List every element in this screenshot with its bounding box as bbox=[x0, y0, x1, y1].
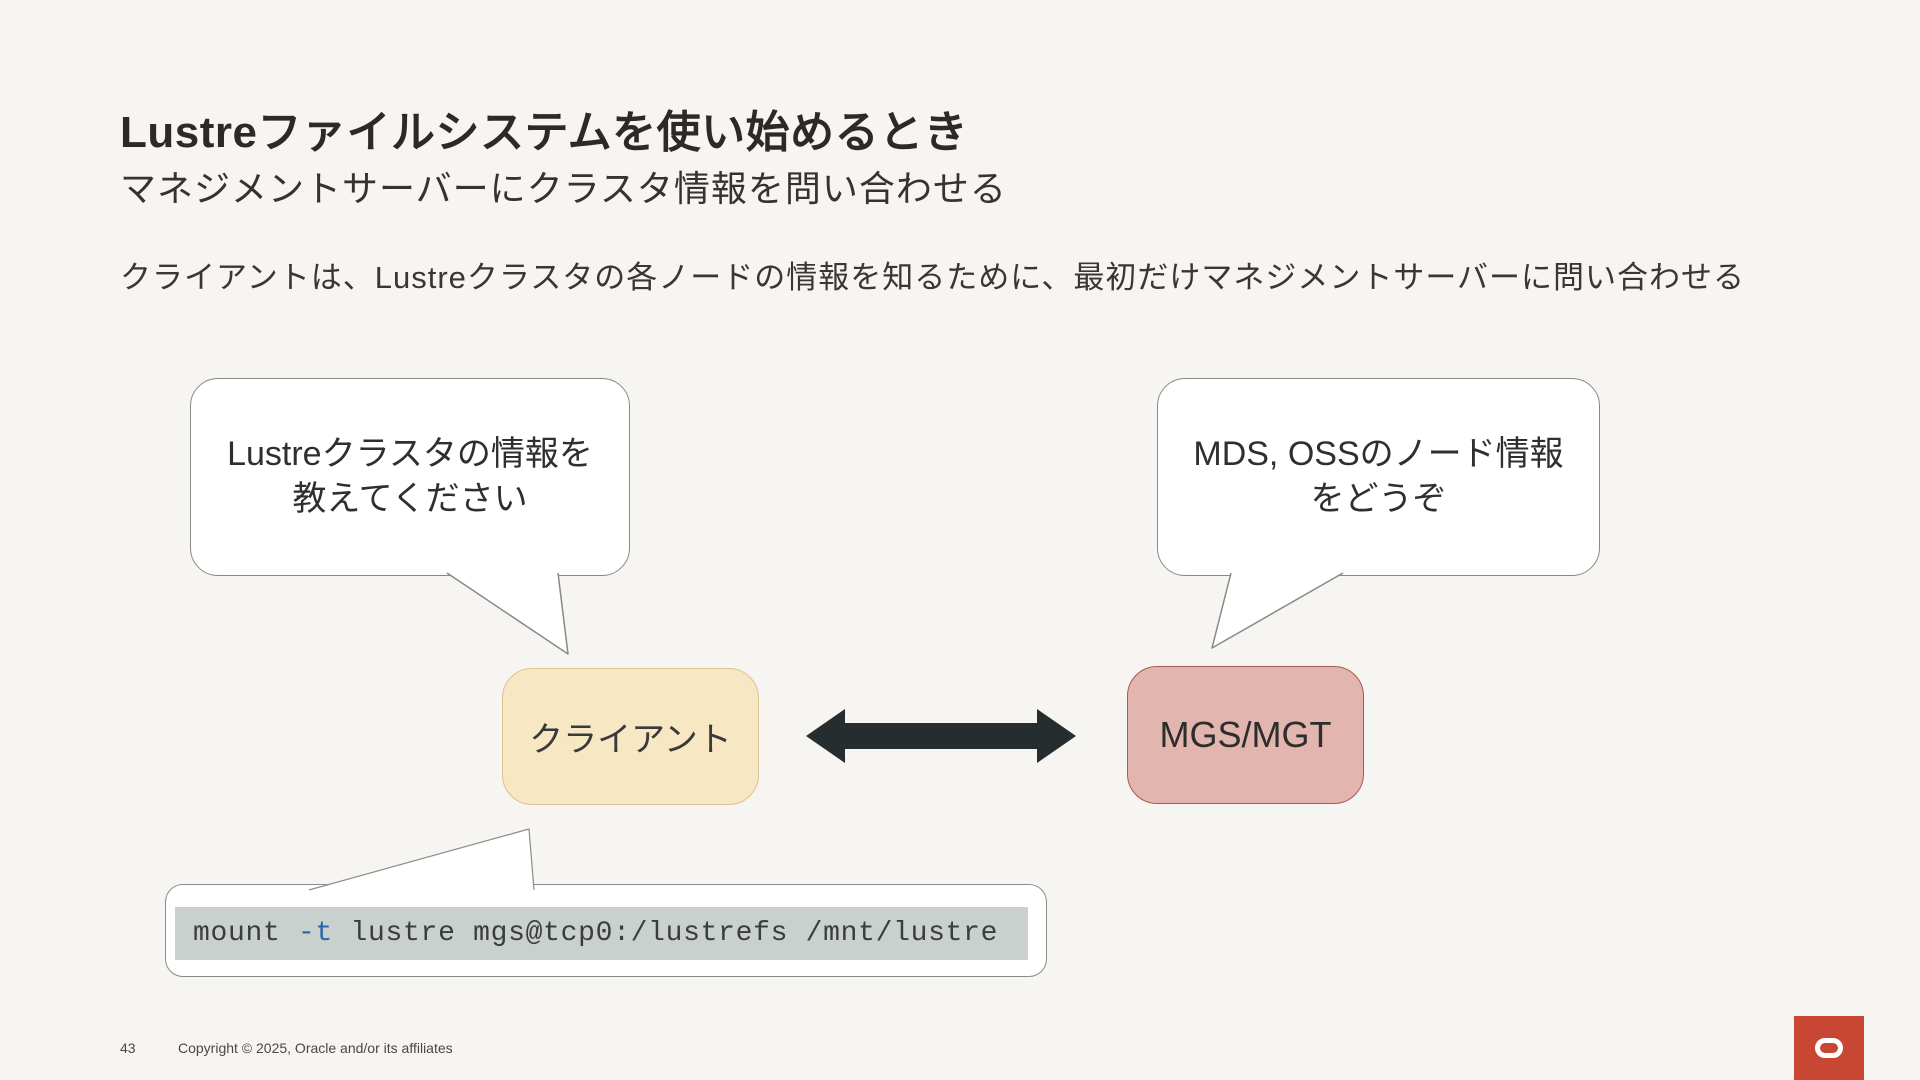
oracle-logo-o bbox=[1815, 1038, 1843, 1058]
mount-command-code: mount -t lustre mgs@tcp0:/lustrefs /mnt/… bbox=[175, 907, 1028, 960]
client-speech-bubble-text: Lustreクラスタの情報を 教えてください bbox=[227, 432, 593, 522]
mount-command-part2: lustre mgs@tcp0:/lustrefs /mnt/lustre bbox=[333, 918, 999, 949]
server-speech-bubble: MDS, OSSのノード情報 をどうぞ bbox=[1157, 378, 1600, 576]
server-bubble-line2: をどうぞ bbox=[1310, 480, 1447, 518]
mgs-mgt-node-box: MGS/MGT bbox=[1127, 666, 1364, 804]
slide-subtitle: マネジメントサーバーにクラスタ情報を問い合わせる bbox=[120, 168, 1007, 209]
server-bubble-line1: MDS, OSSのノード情報 bbox=[1193, 435, 1564, 474]
bidirectional-arrow-icon bbox=[806, 709, 1076, 763]
page-number: 43 bbox=[120, 1040, 136, 1056]
client-bubble-line2: 教えてください bbox=[292, 480, 528, 518]
copyright-text: Copyright © 2025, Oracle and/or its affi… bbox=[178, 1040, 453, 1056]
mount-command-flag: -t bbox=[298, 918, 334, 949]
client-node-label: クライアント bbox=[529, 721, 732, 759]
server-speech-bubble-text: MDS, OSSのノード情報 をどうぞ bbox=[1193, 432, 1563, 522]
client-bubble-line1: Lustreクラスタの情報を bbox=[227, 435, 593, 474]
slide-title: Lustreファイルシステムを使い始めるとき bbox=[120, 108, 969, 157]
command-callout-tail-icon bbox=[308, 828, 535, 891]
slide-body-text: クライアントは、Lustreクラスタの各ノードの情報を知るために、最初だけマネジ… bbox=[120, 260, 1746, 295]
client-bubble-tail-icon bbox=[446, 572, 569, 655]
server-bubble-tail-icon bbox=[1211, 572, 1344, 649]
client-speech-bubble: Lustreクラスタの情報を 教えてください bbox=[190, 378, 630, 576]
mgs-mgt-node-label: MGS/MGT bbox=[1159, 714, 1332, 755]
mount-command-part1: mount bbox=[193, 918, 299, 949]
oracle-logo-icon bbox=[1794, 1016, 1864, 1080]
client-node-box: クライアント bbox=[502, 668, 759, 805]
